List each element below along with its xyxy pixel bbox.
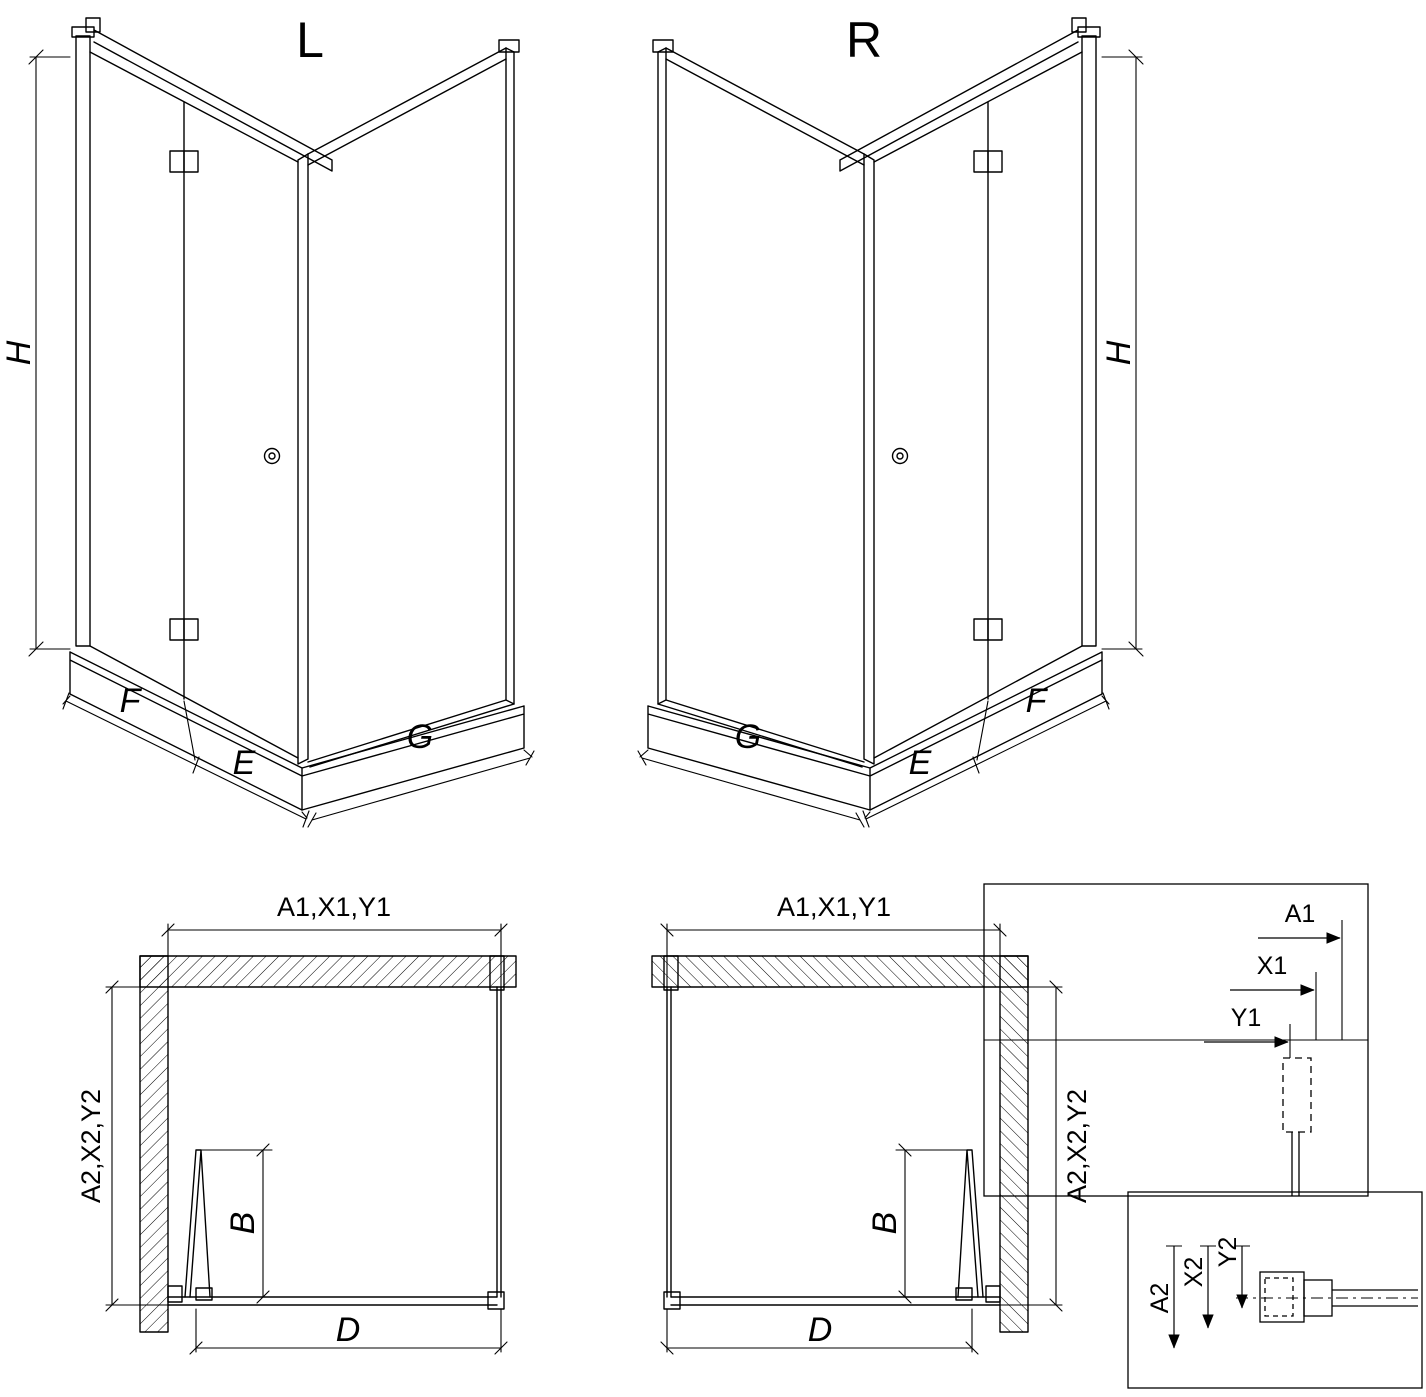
detail-bottom-frame xyxy=(1127,1191,1423,1389)
right-plan-view: A1,X1,Y1 A2,X2,Y2 B D xyxy=(651,892,1092,1355)
glass-edge-lines xyxy=(1291,1132,1300,1196)
dim-label-e-left-view: E xyxy=(233,744,256,782)
dim-label-depth-left-plan: A2,X2,Y2 xyxy=(76,1089,106,1203)
profile-clamp xyxy=(1303,1279,1333,1317)
detail-bottom-box: A2 X2 Y2 xyxy=(1127,1191,1423,1389)
dim-label-b-right-plan: B xyxy=(866,1212,904,1235)
glass-edge-lines-horizontal xyxy=(1332,1289,1418,1307)
left-plan-view: A1,X1,Y1 A2,X2,Y2 B D xyxy=(76,892,517,1355)
dim-label-e-right-view: E xyxy=(909,744,932,782)
left-3d-view-geometry xyxy=(28,17,535,828)
dim-label-d-left-plan: D xyxy=(336,1311,361,1349)
dim-label-g-right-view: G xyxy=(735,718,761,756)
detail-label-x2: X2 xyxy=(1180,1257,1208,1288)
detail-label-a2: A2 xyxy=(1146,1283,1174,1314)
dim-label-d-right-plan: D xyxy=(808,1311,833,1349)
right-plan-geometry xyxy=(651,923,1063,1355)
dim-label-h-right-view: H xyxy=(1100,340,1138,365)
dim-label-f-left-view: F xyxy=(120,682,143,720)
wall-profile-dashed xyxy=(1282,1057,1312,1133)
detail-label-x1: X1 xyxy=(1257,952,1288,980)
left-3d-view: L H F E G xyxy=(0,12,535,828)
wall-profile-inner-dashed xyxy=(1264,1277,1294,1317)
left-plan-geometry xyxy=(105,923,517,1355)
dim-label-width-left-plan: A1,X1,Y1 xyxy=(277,892,391,922)
wall-profile-body xyxy=(1259,1271,1305,1323)
detail-label-y1: Y1 xyxy=(1231,1004,1262,1032)
dim-label-depth-right-plan: A2,X2,Y2 xyxy=(1062,1089,1092,1203)
right-3d-view: R H F E G xyxy=(637,12,1144,828)
right-view-title: R xyxy=(846,12,882,68)
dim-label-h-left-view: H xyxy=(0,340,38,365)
dim-label-width-right-plan: A1,X1,Y1 xyxy=(777,892,891,922)
dim-label-g-left-view: G xyxy=(407,718,433,756)
dim-label-f-right-view: F xyxy=(1026,682,1049,720)
detail-label-y2: Y2 xyxy=(1214,1237,1242,1268)
dim-label-b-left-plan: B xyxy=(224,1212,262,1235)
detail-top-box: A1 X1 Y1 xyxy=(983,883,1369,1197)
left-view-title: L xyxy=(296,12,324,68)
right-3d-view-geometry xyxy=(637,17,1144,828)
detail-label-a1: A1 xyxy=(1285,900,1316,928)
